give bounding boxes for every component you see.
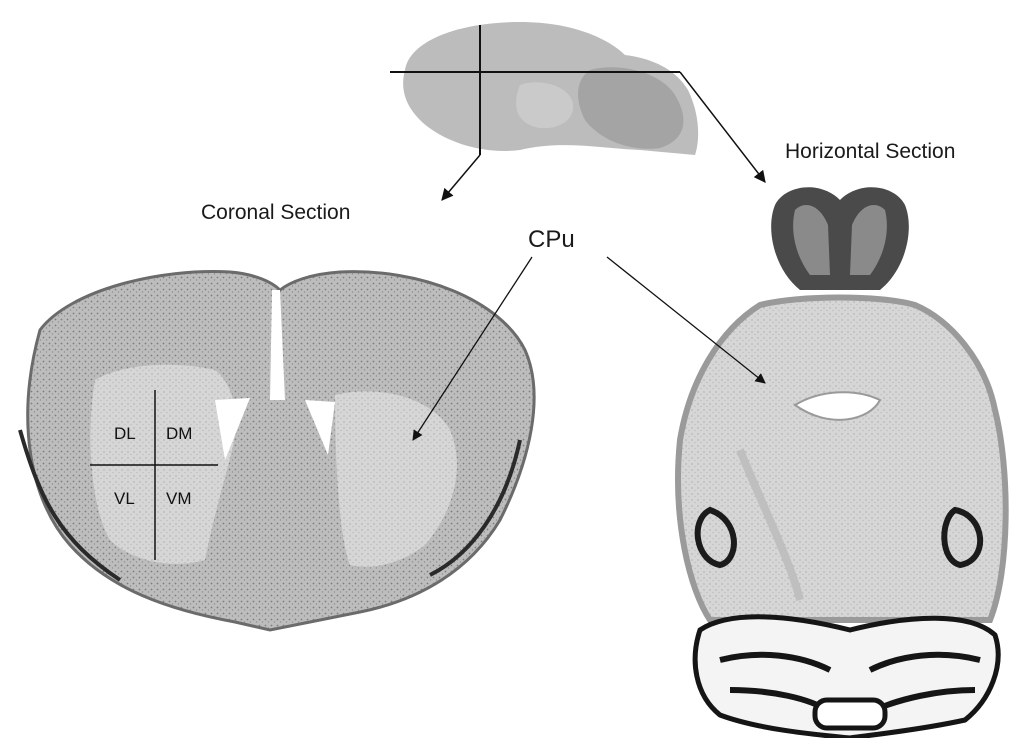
quadrant-label-dm: DM xyxy=(166,424,192,444)
coronal-section-image xyxy=(20,272,534,630)
horizontal-section-label: Horizontal Section xyxy=(785,140,955,164)
sagittal-brain-image xyxy=(403,22,698,155)
coronal-section-label: Coronal Section xyxy=(201,201,350,225)
horizontal-section-image xyxy=(678,187,1006,738)
quadrant-label-vl: VL xyxy=(114,489,135,509)
quadrant-label-dl: DL xyxy=(114,424,136,444)
quadrant-label-vm: VM xyxy=(166,489,192,509)
cpu-label: CPu xyxy=(528,226,575,254)
coronal-pointer-arrow xyxy=(442,155,480,200)
